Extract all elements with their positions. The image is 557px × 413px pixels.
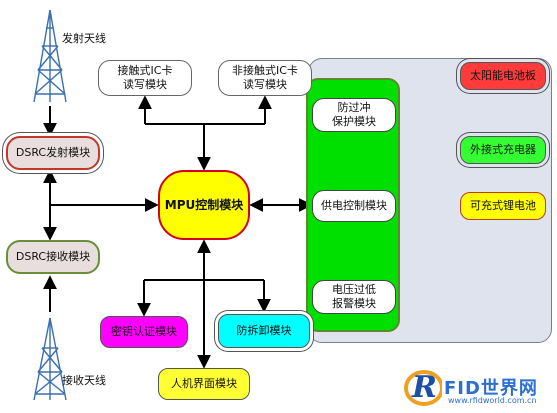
power-control-module: 供电控制模块 — [312, 190, 396, 222]
contactless-ic-line2: 读写模块 — [243, 78, 287, 91]
hmi-module: 人机界面模块 — [158, 368, 250, 400]
contact-ic-module: 接触式IC卡 读写模块 — [98, 60, 192, 96]
external-charger-label: 外接式充电器 — [470, 143, 536, 156]
logo-initial: R — [412, 370, 437, 405]
overcharge-line1: 防过冲 — [337, 101, 371, 114]
dsrc-transmit-module: DSRC发射模块 — [6, 136, 100, 170]
logo-url: www.rfidworld.com.cn — [448, 396, 537, 405]
undervoltage-line1: 电压过低 — [332, 283, 376, 296]
overcharge-line2: 保护模块 — [332, 115, 376, 128]
tamper-module: 防拆卸模块 — [218, 314, 310, 348]
contact-ic-line2: 读写模块 — [123, 78, 167, 91]
hmi-label: 人机界面模块 — [171, 377, 237, 390]
transmit-antenna-icon — [33, 9, 67, 103]
undervoltage-alarm-module: 电压过低 报警模块 — [312, 280, 396, 314]
dsrc-transmit-label: DSRC发射模块 — [15, 146, 91, 159]
logo-text: FID世界网 — [444, 378, 538, 399]
solar-panel-module: 太阳能电池板 — [460, 62, 546, 90]
logo-ring-icon — [404, 370, 442, 406]
power-control-label: 供电控制模块 — [321, 199, 387, 212]
li-battery-module: 可充式锂电池 — [460, 192, 546, 220]
dsrc-receive-module: DSRC接收模块 — [6, 240, 100, 274]
tamper-label: 防拆卸模块 — [236, 324, 292, 337]
receive-antenna-icon — [33, 317, 67, 401]
overcharge-protect-module: 防过冲 保护模块 — [312, 98, 396, 132]
contactless-ic-line1: 非接触式IC卡 — [232, 64, 298, 77]
external-charger-module: 外接式充电器 — [460, 136, 546, 164]
receive-antenna-label: 接收天线 — [62, 374, 106, 387]
undervoltage-line2: 报警模块 — [332, 297, 376, 310]
dsrc-receive-label: DSRC接收模块 — [15, 250, 91, 263]
solar-label: 太阳能电池板 — [470, 69, 536, 82]
contact-ic-line1: 接触式IC卡 — [117, 64, 173, 77]
contactless-ic-module: 非接触式IC卡 读写模块 — [218, 60, 312, 96]
mpu-control-module: MPU控制模块 — [158, 170, 250, 240]
mpu-label: MPU控制模块 — [164, 198, 244, 212]
transmit-antenna-label: 发射天线 — [62, 32, 106, 45]
key-auth-label: 密钥认证模块 — [111, 325, 177, 338]
key-auth-module: 密钥认证模块 — [100, 316, 188, 348]
li-battery-label: 可充式锂电池 — [470, 199, 536, 212]
watermark-logo: R FID世界网 www.rfidworld.com.cn — [400, 362, 555, 410]
